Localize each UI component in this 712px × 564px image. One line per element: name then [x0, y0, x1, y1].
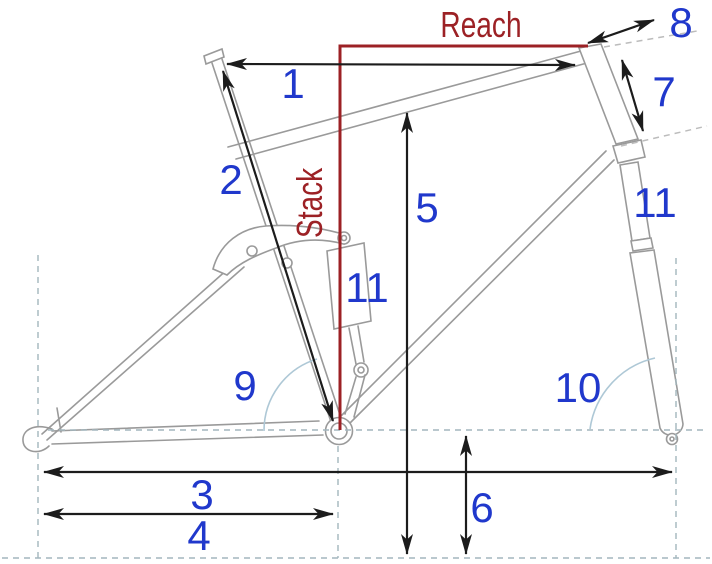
shock-shaft-left [348, 327, 357, 365]
down-tube-lower-edge [348, 159, 615, 425]
reach-label-group: Reach [440, 5, 521, 45]
shock-mount-left [344, 376, 357, 415]
rear-dropout [22, 426, 53, 453]
stack-label-group: Stack [290, 167, 330, 238]
shock-lower-eyelet [353, 362, 369, 378]
head-tube-bottom-extension-guide [620, 125, 708, 147]
measure-label-11-shock: 11 [345, 264, 389, 311]
arrow-7-head-tube [620, 59, 645, 132]
head-tube [577, 43, 640, 145]
shock-mount-right [353, 374, 366, 418]
arrow-1-top-tube [226, 58, 576, 71]
front-axle [665, 432, 679, 446]
seatstay-lower-edge [46, 266, 245, 441]
measure-label-1: 1 [281, 60, 304, 107]
reach-label: Reach [440, 5, 521, 45]
stack-label: Stack [290, 167, 330, 238]
measure-label-4: 4 [187, 512, 210, 559]
fork-lower-leg [629, 249, 684, 437]
arrow-8-steerer [587, 18, 655, 45]
measure-label-7: 7 [652, 68, 675, 115]
rocker-pivot-front [246, 245, 258, 257]
measure-label-8: 8 [669, 0, 692, 46]
seat-post-cap [203, 47, 225, 66]
shock-shaft-right [357, 325, 365, 363]
front-axle-hole [669, 436, 675, 442]
seat-tube-angle-arc [263, 358, 318, 432]
measure-label-11-fork: 11 [633, 179, 677, 226]
head-tube-angle-arc [589, 357, 656, 430]
reach-stack-line [338, 44, 588, 430]
chainstay-lower-edge [51, 434, 324, 445]
fork-joint [630, 237, 654, 252]
dropout-gusset [56, 407, 62, 433]
seatstay-upper-edge [41, 259, 239, 435]
dimension-arrows [43, 18, 673, 555]
measure-label-10: 10 [555, 364, 602, 411]
arrow-2-seat-tube [221, 70, 335, 422]
measure-label-5: 5 [415, 184, 438, 231]
down-tube-upper-edge [340, 150, 607, 417]
shock-lower-eyelet-hole [357, 366, 365, 374]
measure-label-6: 6 [470, 484, 493, 531]
measure-label-3: 3 [190, 471, 213, 518]
measure-label-9: 9 [233, 362, 256, 409]
measure-label-2: 2 [219, 156, 242, 203]
